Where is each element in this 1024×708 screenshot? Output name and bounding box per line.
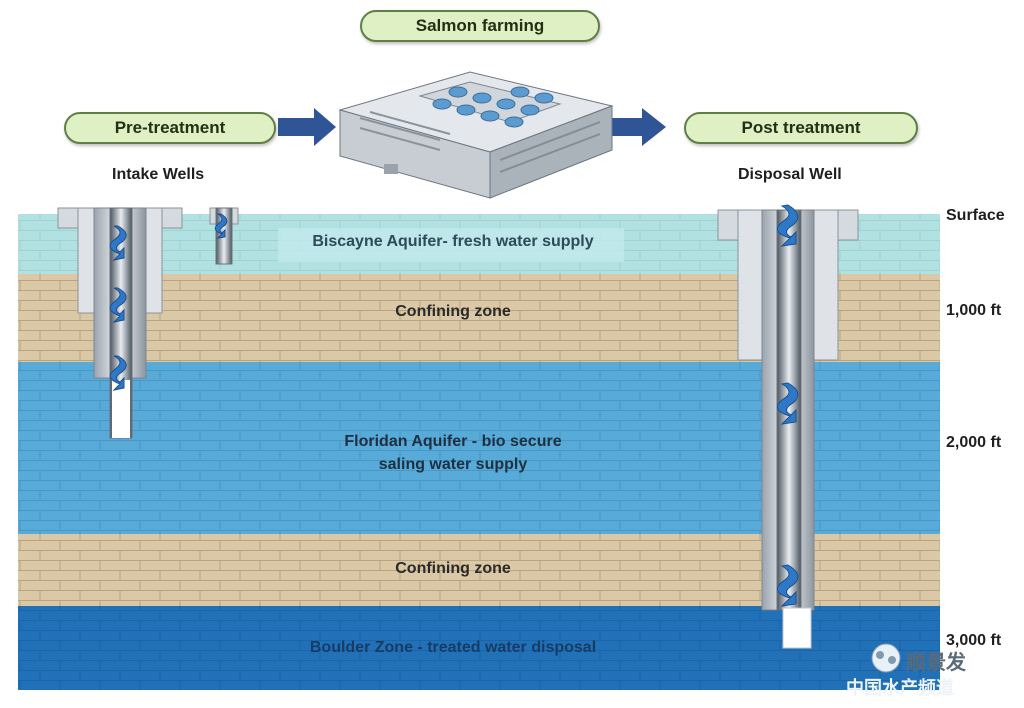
watermark-line2: 中国水产频道 [846, 678, 954, 699]
arrow-right-icon [606, 108, 666, 146]
layer-label-confining-1: Confining zone [395, 303, 511, 320]
depth-1000: 1,000 ft [946, 302, 1002, 319]
flow-icon [777, 382, 799, 425]
stage-post-treatment: Post treatment [684, 112, 918, 144]
layer-label-boulder: Boulder Zone - treated water disposal [309, 639, 597, 656]
flow-icon [109, 225, 127, 261]
layer-label-biscayne: Biscayne Aquifer- fresh water supply [312, 233, 594, 250]
layer-label-floridan-line2: saling water supply [378, 456, 528, 473]
watermark-logo [871, 643, 901, 673]
flow-icon [777, 564, 799, 607]
layer-label-confining-2: Confining zone [395, 560, 511, 577]
watermark-line1: 顺景发 [906, 650, 966, 674]
disposal-well-label: Disposal Well [738, 166, 842, 183]
salmon-farm-building-icon [338, 71, 614, 199]
intake-wells-label: Intake Wells [112, 166, 205, 183]
flow-icon [109, 287, 127, 323]
arrow-right-icon [278, 108, 336, 146]
flow-icon [214, 213, 228, 239]
layer-label-floridan-line1: Floridan Aquifer - bio secure [344, 433, 562, 450]
stage-pretreatment: Pre-treatment [64, 112, 276, 144]
depth-surface: Surface [946, 207, 1005, 224]
flow-icon [109, 355, 127, 391]
flow-icon [777, 204, 799, 247]
depth-3000: 3,000 ft [946, 632, 1002, 649]
depth-2000: 2,000 ft [946, 434, 1002, 451]
stage-salmon-farming: Salmon farming [360, 10, 600, 42]
